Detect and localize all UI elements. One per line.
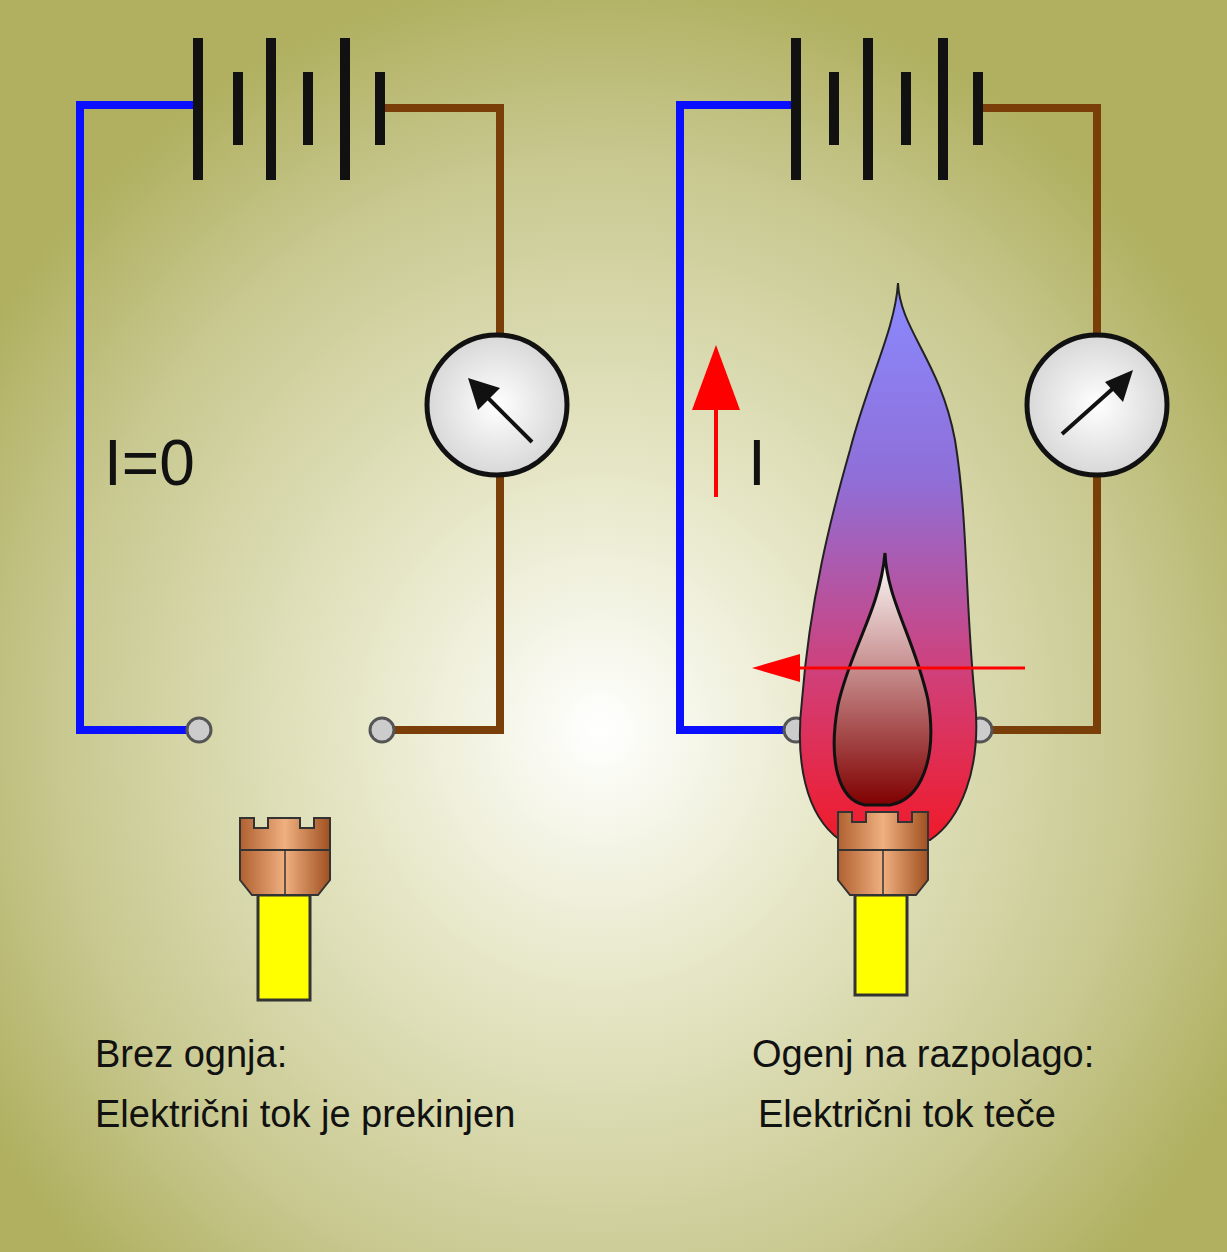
battery-symbol: [198, 38, 380, 180]
brown-wire: [978, 108, 1097, 335]
right-circuit: [680, 38, 1167, 995]
electrode: [187, 718, 211, 742]
battery-symbol: [796, 38, 978, 180]
electrode: [370, 718, 394, 742]
caption-line: Ogenj na razpolago:: [752, 1034, 1094, 1076]
flame: [800, 283, 976, 840]
current-arrowhead: [752, 654, 800, 682]
brown-wire: [980, 475, 1097, 730]
needle-head: [1105, 370, 1133, 402]
caption-line: Električni tok je prekinjen: [95, 1094, 515, 1136]
blue-wire: [80, 105, 198, 730]
burner-nozzle: [240, 818, 330, 1000]
meter-needle: [1062, 384, 1118, 434]
meter-needle: [485, 395, 532, 442]
brown-wire: [380, 108, 500, 335]
caption-line: Električni tok teče: [758, 1094, 1056, 1136]
inner-flame: [834, 553, 931, 805]
blue-wire: [680, 105, 796, 730]
current-label: I=0: [104, 428, 195, 498]
current-arrow: [790, 667, 1025, 670]
current-arrow: [714, 400, 718, 497]
current-arrowhead: [692, 345, 740, 410]
caption-line: Brez ognja:: [95, 1034, 287, 1076]
ammeter: [427, 335, 567, 475]
current-label: I: [748, 428, 766, 498]
needle-head: [468, 378, 500, 410]
left-circuit: [80, 38, 567, 1000]
brown-wire: [383, 475, 500, 730]
burner-nozzle: [838, 812, 928, 995]
ammeter: [1027, 335, 1167, 475]
